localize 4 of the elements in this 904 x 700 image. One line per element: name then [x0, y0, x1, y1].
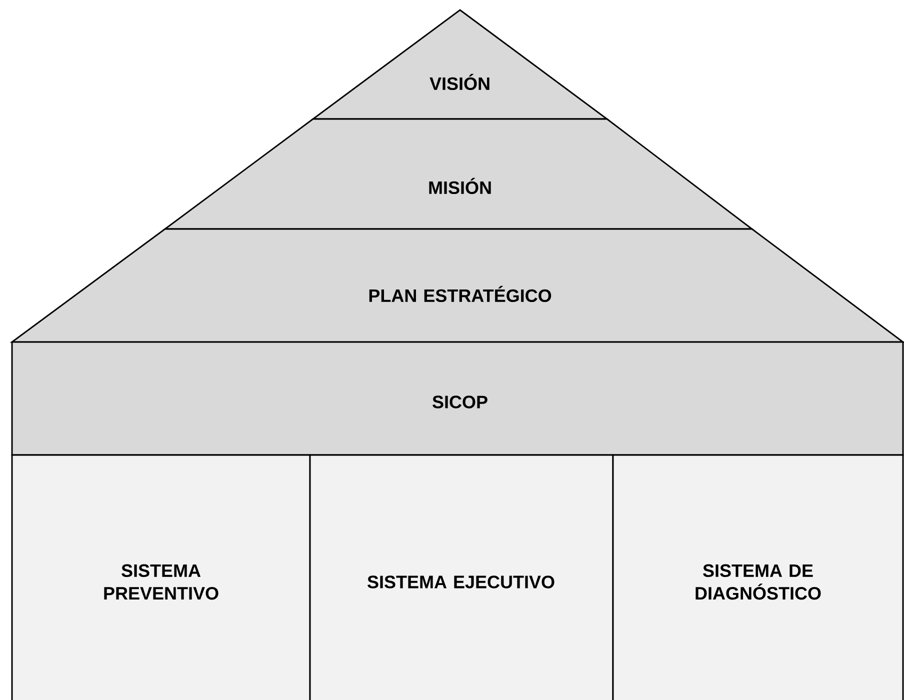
- pillar-box: SISTEMA PREVENTIVO: [11, 454, 311, 700]
- pillar-box: SISTEMA EJECUTIVO: [309, 454, 614, 700]
- pillar-box: SISTEMA DE DIAGNÓSTICO: [612, 454, 904, 700]
- wall-band: SICOP: [11, 341, 904, 456]
